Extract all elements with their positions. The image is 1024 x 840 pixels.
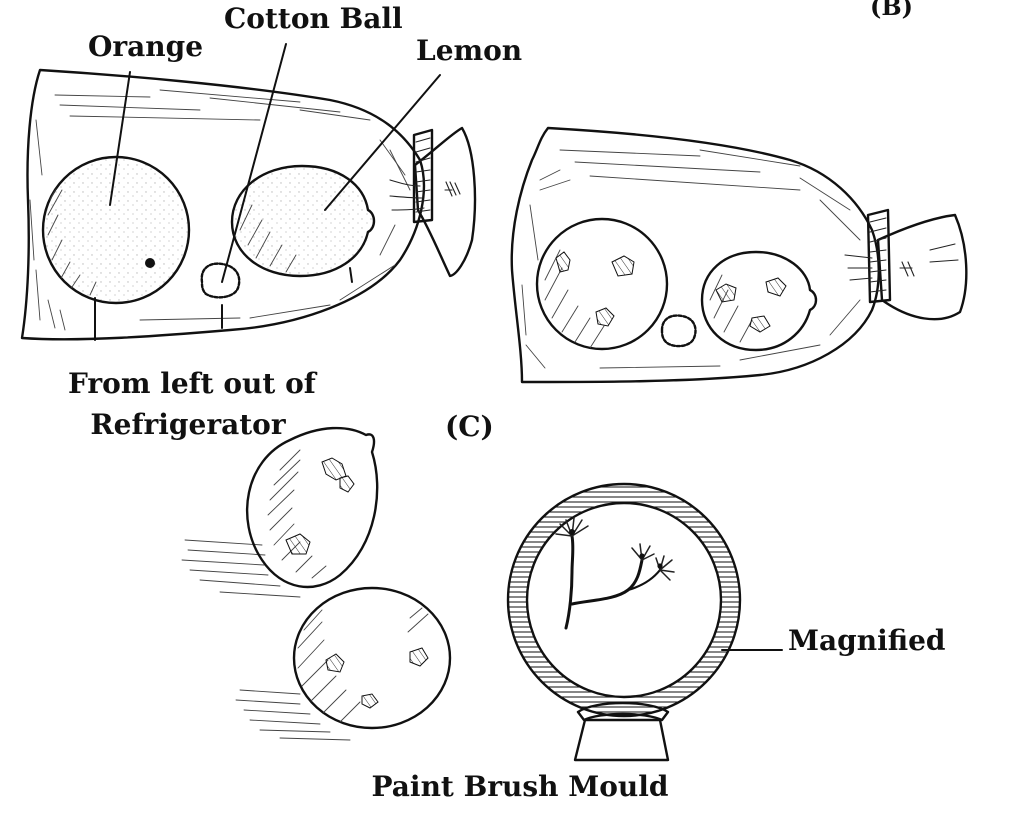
label-magnified: Magnified xyxy=(788,624,946,657)
panel-a-lemon xyxy=(230,164,376,278)
panel-a-bag xyxy=(20,68,477,341)
caption-from-left-out-line2: Refrigerator xyxy=(90,408,286,441)
label-lemon: Lemon xyxy=(416,34,523,67)
panel-a-orange xyxy=(41,155,191,305)
panel-c-orange-mouldy xyxy=(292,586,452,730)
label-cotton-ball: Cotton Ball xyxy=(224,2,403,35)
panel-b-bag xyxy=(510,126,968,384)
panel-b-orange-mouldy xyxy=(535,217,669,351)
mould-hyphae xyxy=(555,517,675,630)
label-orange: Orange xyxy=(88,30,204,63)
panel-b-cotton-ball xyxy=(660,314,697,348)
panel-b-tag: (B) xyxy=(870,0,913,21)
panel-a-cotton-ball xyxy=(200,262,241,299)
panel-c-lemon-mouldy xyxy=(245,426,379,589)
panel-c-tag: (C) xyxy=(445,410,494,443)
caption-paint-brush-mould: Paint Brush Mould xyxy=(371,770,669,803)
magnifying-glass xyxy=(506,482,742,762)
caption-from-left-out-line1: From left out of xyxy=(68,367,316,400)
panel-a-leader-lines xyxy=(94,43,441,341)
panel-b-lemon-mouldy xyxy=(700,250,818,352)
panel-c-motion-lines xyxy=(181,539,351,741)
